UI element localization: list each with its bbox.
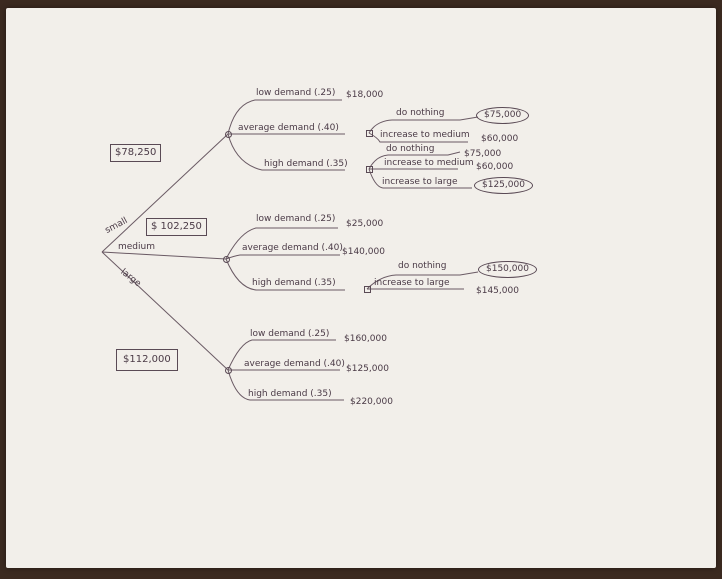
branch-large-high — [227, 369, 344, 401]
medium-high-donothing-label: do nothing — [398, 261, 447, 271]
branch-large-low — [227, 339, 336, 371]
branch-medium-high-donothing — [366, 271, 479, 290]
branch-small-avg-inc-medium — [368, 132, 468, 143]
large-average-value: $125,000 — [346, 364, 389, 374]
small-high-donothing-label: do nothing — [386, 144, 435, 154]
large-low-value: $160,000 — [344, 334, 387, 344]
chance-node-large — [225, 367, 232, 374]
branch-small — [101, 133, 229, 253]
small-high-incmed-label: increase to medium — [384, 158, 474, 168]
small-high-inclarge-label: increase to large — [382, 177, 458, 187]
medium-low-value: $25,000 — [346, 219, 384, 229]
option-medium-label: medium — [118, 242, 155, 252]
small-high-donothing-value: $75,000 — [464, 149, 502, 159]
large-high-label: high demand (.35) — [248, 389, 332, 399]
decision-node-small-average — [366, 130, 373, 137]
small-avg-donothing-value: $75,000 — [476, 107, 530, 124]
value-box-large: $112,000 — [116, 349, 178, 371]
medium-average-label: average demand (.40) — [242, 243, 343, 253]
branch-small-high-donothing — [368, 151, 461, 170]
branch-medium-low — [225, 227, 338, 260]
decision-node-medium-high — [364, 286, 371, 293]
large-low-label: low demand (.25) — [250, 329, 330, 339]
small-high-inclarge-value: $125,000 — [474, 177, 533, 194]
decision-node-small-high — [366, 166, 373, 173]
small-avg-incmed-value: $60,000 — [481, 134, 519, 144]
chance-node-small — [225, 131, 232, 138]
branch-small-high — [227, 133, 345, 171]
paper-sheet — [6, 8, 716, 568]
medium-high-donothing-value: $150,000 — [478, 261, 537, 278]
medium-high-label: high demand (.35) — [252, 278, 336, 288]
branch-large — [101, 251, 229, 371]
small-avg-incmed-label: increase to medium — [380, 130, 470, 140]
medium-high-inclarge-value: $145,000 — [476, 286, 519, 296]
small-low-value: $18,000 — [346, 90, 384, 100]
small-low-label: low demand (.25) — [256, 88, 336, 98]
branch-small-low — [227, 99, 342, 135]
branch-medium-average — [225, 254, 340, 260]
large-high-value: $220,000 — [350, 397, 393, 407]
medium-high-inclarge-label: increase to large — [374, 278, 450, 288]
branch-medium — [101, 251, 227, 260]
medium-average-value: $140,000 — [342, 247, 385, 257]
branch-medium-high — [225, 258, 345, 291]
small-avg-donothing-label: do nothing — [396, 108, 445, 118]
medium-low-label: low demand (.25) — [256, 214, 336, 224]
value-box-medium: $ 102,250 — [146, 218, 207, 236]
small-high-label: high demand (.35) — [264, 159, 348, 169]
small-high-incmed-value: $60,000 — [476, 162, 514, 172]
small-average-label: average demand (.40) — [238, 123, 339, 133]
chance-node-medium — [223, 256, 230, 263]
large-average-label: average demand (.40) — [244, 359, 345, 369]
value-box-small: $78,250 — [110, 144, 162, 162]
